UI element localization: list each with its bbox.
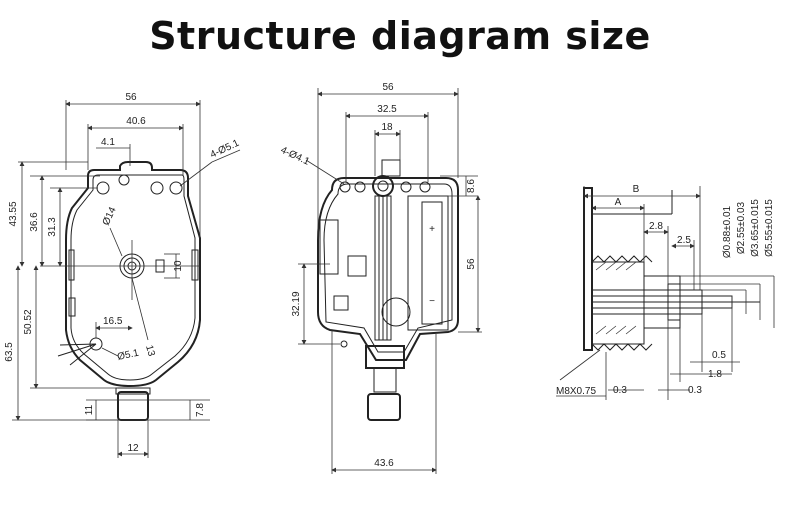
dim-1-8: 1.8 <box>708 369 722 380</box>
dim-36-6: 36.6 <box>29 212 40 232</box>
dim-43-6: 43.6 <box>374 458 394 469</box>
hole-label-left: 4-Ø5.1 <box>209 138 242 161</box>
dim-63-5: 63.5 <box>4 342 15 362</box>
dim-8-6: 8.6 <box>466 179 477 193</box>
dim-10: 10 <box>173 260 184 272</box>
dim-0-5: 0.5 <box>712 350 726 361</box>
left-hole-1 <box>96 181 110 195</box>
dim-50-52: 50.52 <box>23 309 34 334</box>
dim-43-55: 43.55 <box>8 201 19 226</box>
svg-text:−: − <box>429 296 435 307</box>
svg-text:+: + <box>429 224 435 235</box>
left-hole-3 <box>150 181 164 195</box>
left-hole-2 <box>118 174 130 186</box>
thread-label: M8X0.75 <box>556 386 596 397</box>
dim-32-19: 32.19 <box>291 291 302 316</box>
left-view: 56 40.6 4.1 4-Ø5.1 43.55 36.6 31.3 Ø14 1… <box>4 92 241 458</box>
middle-hole-2 <box>354 181 366 193</box>
dia-3-65: Ø3.65±0.015 <box>750 199 761 257</box>
dim-13: 13 <box>143 344 157 358</box>
right-view: B A 2.8 2.5 Ø0.88±0.01 Ø2.55±0.03 Ø3.65±… <box>556 184 775 400</box>
dim-0-3-a: 0.3 <box>613 385 627 396</box>
left-body-outline <box>65 161 201 388</box>
dim-12: 12 <box>127 443 139 454</box>
dim-56-middle: 56 <box>382 82 394 93</box>
dim-18: 18 <box>381 122 393 133</box>
dim-56-left: 56 <box>125 92 137 103</box>
hole-label-middle: 4-Ø4.1 <box>279 145 312 168</box>
thread-section <box>591 255 653 351</box>
middle-body-outline <box>317 177 459 361</box>
dim-32-5: 32.5 <box>377 104 397 115</box>
dia-2-55: Ø2.55±0.03 <box>736 201 747 254</box>
shaft-dia-left: Ø14 <box>101 205 119 227</box>
left-hole-4 <box>169 181 183 195</box>
dia-0-88: Ø0.88±0.01 <box>722 205 733 258</box>
middle-hole-1 <box>339 181 351 193</box>
dia-5-55: Ø5.55±0.015 <box>764 199 775 257</box>
dim-4-1: 4.1 <box>101 137 115 148</box>
dim-31-3: 31.3 <box>47 217 58 237</box>
dim-11: 11 <box>84 404 95 415</box>
middle-hole-4 <box>419 181 431 193</box>
page-title: Structure diagram size <box>149 14 651 58</box>
middle-view: + − 56 32.5 18 4-Ø4.1 8.6 56 <box>279 82 482 474</box>
dim-2-8: 2.8 <box>649 221 663 232</box>
dim-16-5: 16.5 <box>103 316 123 327</box>
hole-bottom-label: Ø5.1 <box>116 348 140 363</box>
dim-56-middle-v: 56 <box>466 258 477 270</box>
dim-0-3-b: 0.3 <box>688 385 702 396</box>
dim-40-6: 40.6 <box>126 116 146 127</box>
label-a: A <box>615 197 622 208</box>
dim-2-5: 2.5 <box>677 235 691 246</box>
label-b: B <box>633 184 640 195</box>
dim-7-8: 7.8 <box>195 403 206 417</box>
middle-hole-3 <box>400 181 412 193</box>
